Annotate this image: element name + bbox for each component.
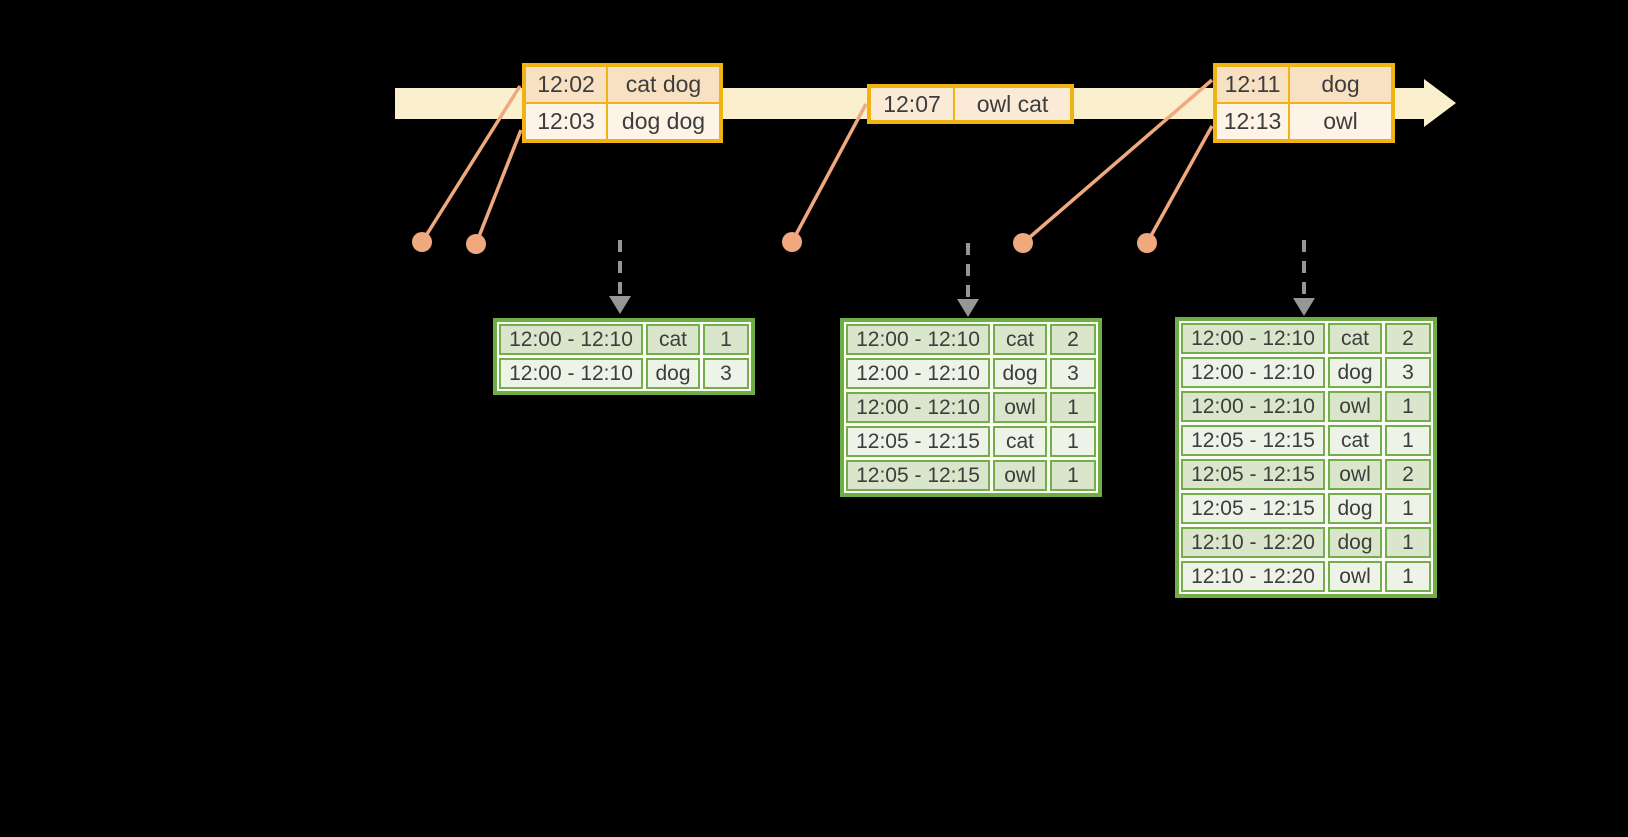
event-words: cat dog — [608, 67, 719, 102]
event-dot — [1137, 233, 1157, 253]
table-row: 12:05 - 12:15 cat 1 — [846, 426, 1096, 457]
result-table: 12:00 - 12:10 cat 2 12:00 - 12:10 dog 3 … — [1175, 317, 1437, 598]
table-row: 12:05 - 12:15 cat 1 — [1181, 425, 1431, 456]
count: 3 — [703, 358, 749, 389]
word: dog — [1328, 527, 1382, 558]
count: 2 — [1385, 459, 1431, 490]
event-time: 12:03 — [526, 104, 606, 139]
count: 1 — [1385, 425, 1431, 456]
table-row: 12:00 - 12:10 cat 2 — [1181, 323, 1431, 354]
table-row: 12:02 cat dog — [526, 67, 719, 102]
count: 2 — [1050, 324, 1096, 355]
event-dot — [1013, 233, 1033, 253]
window-range: 12:00 - 12:10 — [499, 324, 643, 355]
count: 1 — [1050, 460, 1096, 491]
event-words: owl cat — [955, 88, 1070, 120]
count: 1 — [1385, 493, 1431, 524]
event-connector-line — [1021, 78, 1214, 245]
table-row: 12:07 owl cat — [871, 88, 1070, 120]
word: owl — [1328, 459, 1382, 490]
word: dog — [646, 358, 700, 389]
table-row: 12:05 - 12:15 owl 2 — [1181, 459, 1431, 490]
event-table: 12:02 cat dog 12:03 dog dog — [522, 63, 723, 143]
table-row: 12:00 - 12:10 cat 1 — [499, 324, 749, 355]
window-range: 12:05 - 12:15 — [846, 426, 990, 457]
count: 2 — [1385, 323, 1431, 354]
window-range: 12:00 - 12:10 — [846, 358, 990, 389]
event-words: dog — [1290, 67, 1391, 102]
word: cat — [993, 324, 1047, 355]
window-range: 12:05 - 12:15 — [1181, 459, 1325, 490]
trigger-arrow-icon — [1293, 240, 1315, 316]
event-time: 12:07 — [871, 88, 953, 120]
table-row: 12:10 - 12:20 dog 1 — [1181, 527, 1431, 558]
event-dot — [412, 232, 432, 252]
word: owl — [1328, 391, 1382, 422]
table-row: 12:05 - 12:15 owl 1 — [846, 460, 1096, 491]
window-range: 12:00 - 12:10 — [846, 392, 990, 423]
table-row: 12:00 - 12:10 owl 1 — [846, 392, 1096, 423]
window-range: 12:00 - 12:10 — [1181, 357, 1325, 388]
window-range: 12:00 - 12:10 — [499, 358, 643, 389]
event-connector-line — [474, 129, 523, 245]
table-row: 12:11 dog — [1217, 67, 1391, 102]
count: 1 — [703, 324, 749, 355]
event-time: 12:13 — [1217, 104, 1288, 139]
event-table: 12:07 owl cat — [867, 84, 1074, 124]
window-range: 12:10 - 12:20 — [1181, 527, 1325, 558]
count: 1 — [1050, 426, 1096, 457]
table-row: 12:05 - 12:15 dog 1 — [1181, 493, 1431, 524]
count: 1 — [1385, 391, 1431, 422]
window-range: 12:05 - 12:15 — [1181, 493, 1325, 524]
table-row: 12:03 dog dog — [526, 104, 719, 139]
count: 3 — [1385, 357, 1431, 388]
event-time: 12:02 — [526, 67, 606, 102]
count: 3 — [1050, 358, 1096, 389]
event-table: 12:11 dog 12:13 owl — [1213, 63, 1395, 143]
word: owl — [993, 460, 1047, 491]
trigger-arrow-icon — [957, 243, 979, 317]
table-row: 12:00 - 12:10 dog 3 — [1181, 357, 1431, 388]
table-row: 12:00 - 12:10 cat 2 — [846, 324, 1096, 355]
event-connector-line — [790, 103, 868, 243]
trigger-arrow-icon — [609, 240, 631, 314]
count: 1 — [1050, 392, 1096, 423]
window-range: 12:05 - 12:15 — [1181, 425, 1325, 456]
event-time: 12:11 — [1217, 67, 1288, 102]
event-dot — [782, 232, 802, 252]
window-range: 12:00 - 12:10 — [1181, 323, 1325, 354]
event-connector-line — [1145, 125, 1214, 244]
event-words: owl — [1290, 104, 1391, 139]
table-row: 12:00 - 12:10 dog 3 — [846, 358, 1096, 389]
result-table: 12:00 - 12:10 cat 2 12:00 - 12:10 dog 3 … — [840, 318, 1102, 497]
word: owl — [993, 392, 1047, 423]
word: owl — [1328, 561, 1382, 592]
event-words: dog dog — [608, 104, 719, 139]
event-connector-line — [420, 85, 522, 243]
window-range: 12:00 - 12:10 — [846, 324, 990, 355]
word: cat — [1328, 323, 1382, 354]
table-row: 12:00 - 12:10 owl 1 — [1181, 391, 1431, 422]
result-table: 12:00 - 12:10 cat 1 12:00 - 12:10 dog 3 — [493, 318, 755, 395]
word: dog — [1328, 357, 1382, 388]
event-dot — [466, 234, 486, 254]
word: cat — [646, 324, 700, 355]
table-row: 12:13 owl — [1217, 104, 1391, 139]
count: 1 — [1385, 527, 1431, 558]
word: dog — [993, 358, 1047, 389]
word: cat — [993, 426, 1047, 457]
word: dog — [1328, 493, 1382, 524]
table-row: 12:00 - 12:10 dog 3 — [499, 358, 749, 389]
word: cat — [1328, 425, 1382, 456]
window-range: 12:00 - 12:10 — [1181, 391, 1325, 422]
window-range: 12:05 - 12:15 — [846, 460, 990, 491]
table-row: 12:10 - 12:20 owl 1 — [1181, 561, 1431, 592]
count: 1 — [1385, 561, 1431, 592]
window-range: 12:10 - 12:20 — [1181, 561, 1325, 592]
